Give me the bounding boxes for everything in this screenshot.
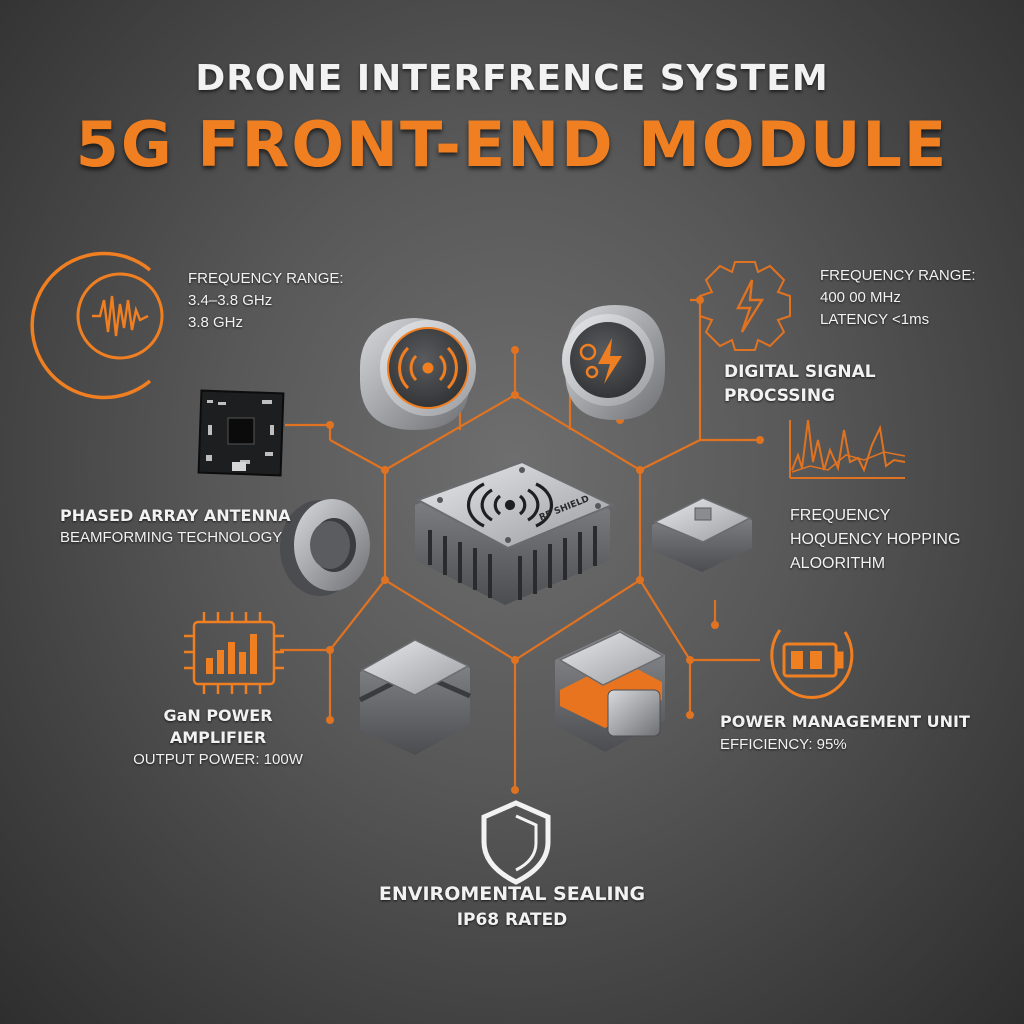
hopping-callout: FREQUENCY HOQUENCY HOPPING ALOORITHM [790, 504, 960, 576]
amplifier-block [358, 639, 471, 755]
freq-right-line1: 400 00 MHz [820, 289, 901, 306]
pmu-title: POWER MANAGEMENT UNIT [720, 712, 970, 731]
dsp-line1: DIGITAL SIGNAL [724, 362, 876, 382]
hopping-line1: FREQUENCY [790, 507, 891, 524]
hopping-block [652, 497, 752, 572]
freq-right-line2: LATENCY <1ms [820, 311, 930, 328]
gan-title: GaN POWER AMPLIFIER [163, 706, 273, 747]
dsp-disc [562, 305, 665, 420]
rf-shield-module [415, 460, 615, 605]
battery-icon [770, 629, 854, 699]
waveform-icon [30, 251, 164, 400]
power-block [555, 630, 665, 752]
chip-bars-icon [184, 612, 284, 694]
sealing-callout: ENVIROMENTAL SEALING IP68 RATED [312, 880, 712, 932]
wireless-icon [466, 482, 554, 528]
phased-array-callout: PHASED ARRAY ANTENNA BEAMFORMING TECHNOL… [60, 505, 291, 549]
page-subtitle: 5G FRONT-END MODULE [75, 108, 949, 181]
signal-graph-icon [789, 419, 906, 479]
pmu-subtitle: EFFICIENCY: 95% [720, 736, 847, 753]
wireless-disc [359, 318, 476, 430]
page-title: DRONE INTERFRENCE SYSTEM [195, 58, 829, 99]
shield-icon [481, 800, 551, 885]
sealing-subtitle: IP68 RATED [456, 910, 568, 930]
phased-array-subtitle: BEAMFORMING TECHNOLOGY [60, 529, 283, 546]
freq-left-line1: 3.4–3.8 GHz [188, 292, 273, 309]
freq-right-heading: FREQUENCY RANGE: [820, 267, 976, 284]
freq-left-callout: FREQUENCY RANGE: 3.4–3.8 GHz 3.8 GHz [188, 268, 344, 334]
freq-left-line2: 3.8 GHz [188, 314, 244, 331]
circuit-board-icon [197, 389, 285, 477]
hopping-line2: HOQUENCY HOPPING [790, 531, 961, 548]
dsp-callout: DIGITAL SIGNAL PROCSSING [724, 360, 876, 408]
freq-left-heading: FREQUENCY RANGE: [188, 270, 344, 287]
hopping-line3: ALOORITHM [790, 555, 886, 572]
gan-callout: GaN POWER AMPLIFIER OUTPUT POWER: 100W [118, 705, 318, 771]
gear-lightning-icon [699, 261, 791, 351]
ring-component [280, 499, 370, 596]
sealing-title: ENVIROMENTAL SEALING [378, 883, 646, 905]
freq-right-callout: FREQUENCY RANGE: 400 00 MHz LATENCY <1ms [820, 265, 976, 331]
dsp-line2: PROCSSING [724, 386, 836, 406]
phased-array-title: PHASED ARRAY ANTENNA [60, 506, 291, 525]
pmu-callout: POWER MANAGEMENT UNIT EFFICIENCY: 95% [720, 710, 970, 756]
wireless-icon [398, 346, 458, 390]
gan-subtitle: OUTPUT POWER: 100W [133, 751, 303, 768]
